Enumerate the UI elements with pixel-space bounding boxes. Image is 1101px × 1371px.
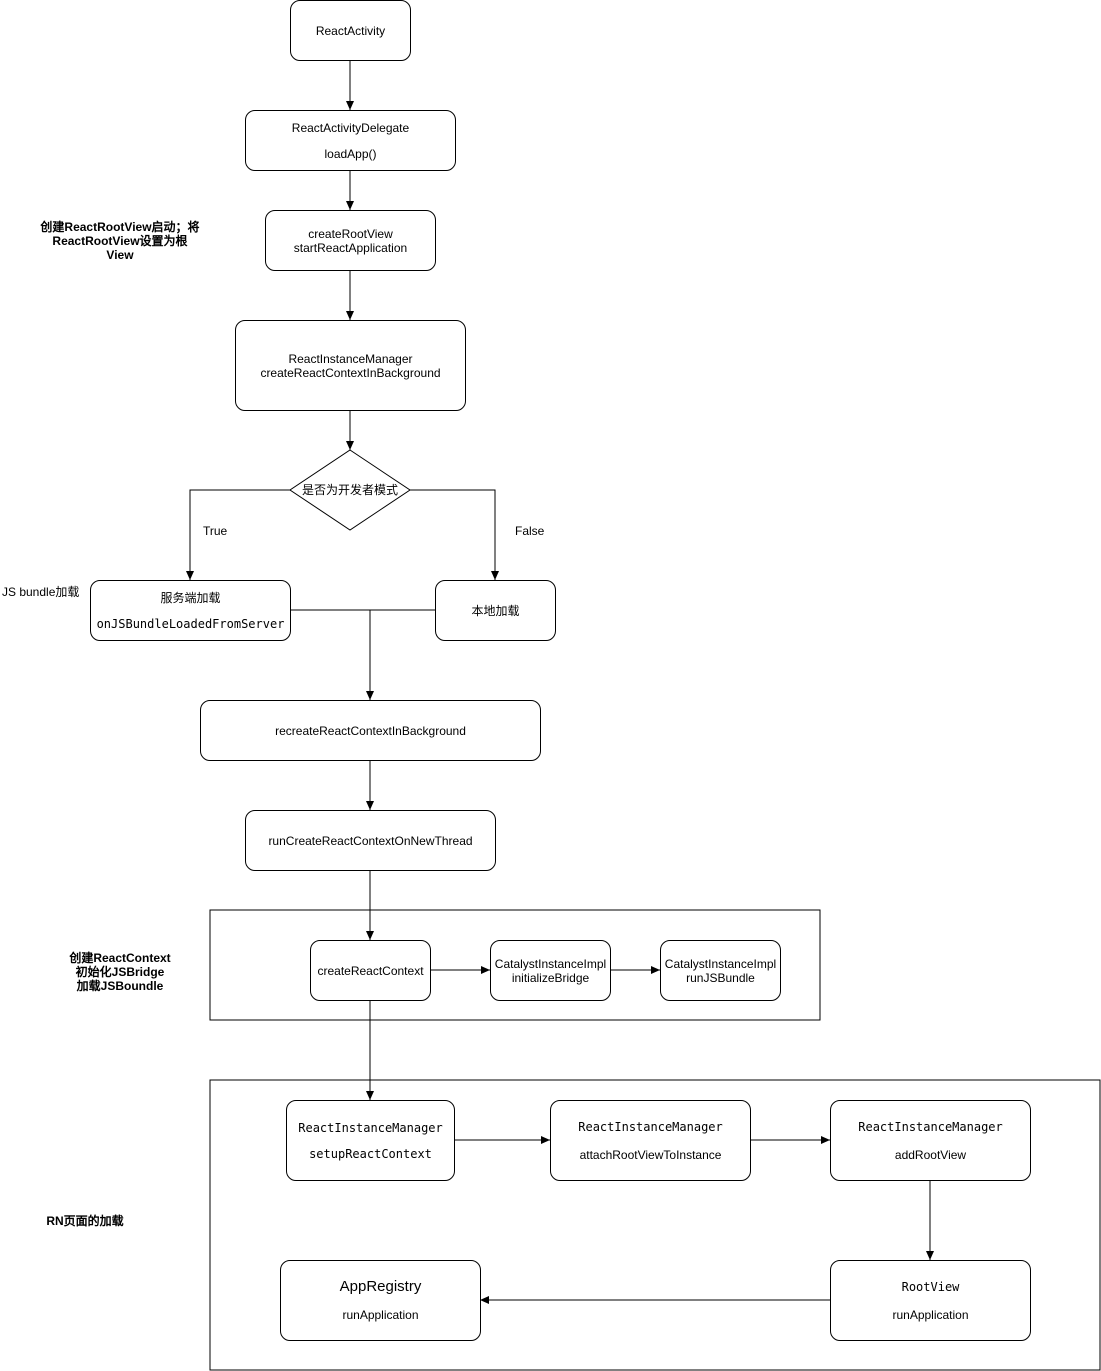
instance-manager-method: createReactContextInBackground — [260, 365, 441, 380]
run-create-label: runCreateReactContextOnNewThread — [268, 833, 473, 848]
delegate-method: loadApp() — [324, 146, 377, 161]
setup-context-method: setupReactContext — [309, 1146, 432, 1161]
initialize-bridge-method: initializeBridge — [511, 970, 590, 985]
instance-manager-title: ReactInstanceManager — [288, 351, 413, 366]
setup-context-node: ReactInstanceManager setupReactContext — [286, 1100, 455, 1181]
setup-context-title: ReactInstanceManager — [298, 1120, 443, 1135]
rn-page-group-frame — [209, 1079, 1101, 1371]
context-note-line2: 初始化JSBridge — [75, 965, 165, 979]
add-root-node: ReactInstanceManager addRootView — [830, 1100, 1031, 1181]
instance-manager-node: ReactInstanceManager createReactContextI… — [235, 320, 466, 411]
initialize-bridge-node: CatalystInstanceImpl initializeBridge — [490, 940, 611, 1001]
app-registry-method: runApplication — [342, 1307, 419, 1322]
rn-page-note: RN页面的加载 — [46, 1214, 124, 1228]
recreate-label: recreateReactContextInBackground — [275, 723, 466, 738]
run-create-node: runCreateReactContextOnNewThread — [245, 810, 496, 871]
context-note-line3: 加载JSBoundle — [76, 979, 164, 993]
server-load-method: onJSBundleLoadedFromServer — [96, 616, 285, 631]
run-js-bundle-node: CatalystInstanceImpl runJSBundle — [660, 940, 781, 1001]
edge-decision-false — [410, 489, 499, 580]
react-activity-node: ReactActivity — [290, 0, 411, 61]
delegate-node: ReactActivityDelegate loadApp() — [245, 110, 456, 171]
edge-decision-true — [186, 489, 290, 580]
context-note-line1: 创建ReactContext — [69, 951, 171, 965]
false-edge-label: False — [515, 524, 545, 538]
create-root-note-line3: View — [106, 248, 134, 262]
create-root-note: 创建ReactRootView启动；将 ReactRootView设置为根 Vi… — [20, 220, 220, 262]
local-load-title: 本地加载 — [471, 603, 520, 618]
attach-root-method: attachRootViewToInstance — [579, 1147, 722, 1162]
server-load-node: 服务端加载 onJSBundleLoadedFromServer — [90, 580, 291, 641]
local-load-node: 本地加载 — [435, 580, 556, 641]
server-load-title: 服务端加载 — [160, 590, 221, 605]
create-root-view-node: createRootView startReactApplication — [265, 210, 436, 271]
react-activity-label: ReactActivity — [315, 23, 386, 38]
attach-root-title: ReactInstanceManager — [578, 1119, 723, 1134]
initialize-bridge-title: CatalystInstanceImpl — [494, 956, 607, 971]
add-root-method: addRootView — [894, 1147, 967, 1162]
decision-label: 是否为开发者模式 — [301, 483, 398, 497]
attach-root-node: ReactInstanceManager attachRootViewToIns… — [550, 1100, 751, 1181]
create-root-note-line1: 创建ReactRootView启动；将 — [40, 220, 200, 234]
create-root-view-method: startReactApplication — [293, 240, 408, 255]
create-context-label: createReactContext — [317, 963, 424, 978]
create-root-view-title: createRootView — [308, 226, 393, 241]
root-view-node: RootView runApplication — [830, 1260, 1031, 1341]
app-registry-node: AppRegistry runApplication — [280, 1260, 481, 1341]
app-registry-title: AppRegistry — [339, 1277, 422, 1295]
context-note: 创建ReactContext 初始化JSBridge 加载JSBoundle — [40, 951, 200, 993]
true-edge-label: True — [203, 524, 228, 538]
create-context-node: createReactContext — [310, 940, 431, 1001]
create-root-note-line2: ReactRootView设置为根 — [52, 234, 188, 248]
decision-diamond — [289, 449, 411, 531]
recreate-node: recreateReactContextInBackground — [200, 700, 541, 761]
run-js-bundle-title: CatalystInstanceImpl — [664, 956, 777, 971]
root-view-method: runApplication — [892, 1307, 969, 1322]
run-js-bundle-method: runJSBundle — [686, 970, 755, 985]
js-bundle-note: JS bundle加载 — [2, 585, 80, 599]
delegate-title: ReactActivityDelegate — [291, 120, 410, 135]
context-group-frame — [209, 909, 821, 1021]
root-view-title: RootView — [901, 1279, 960, 1294]
add-root-title: ReactInstanceManager — [858, 1119, 1003, 1134]
